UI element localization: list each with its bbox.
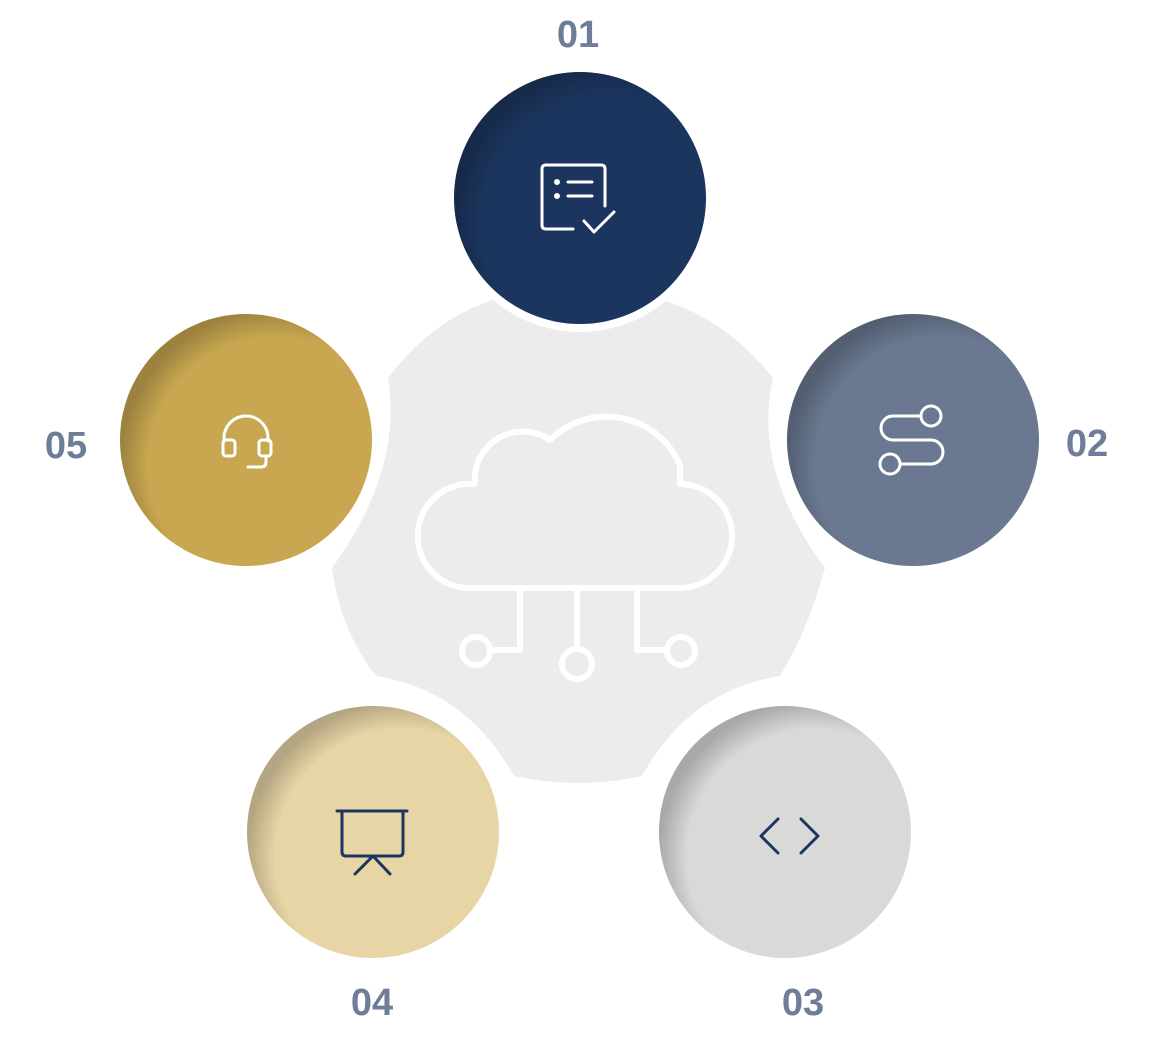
route-icon <box>878 404 945 476</box>
cloud-network-icon <box>414 413 735 682</box>
step-03-number: 03 <box>782 982 824 1024</box>
step-01-number: 01 <box>557 14 599 56</box>
step-05-number: 05 <box>45 425 87 467</box>
checklist-icon <box>540 163 616 234</box>
step-01: 01 <box>446 14 714 332</box>
step-05: 05 <box>45 306 380 574</box>
center-hub-shape <box>332 285 825 783</box>
step-04-number: 04 <box>351 982 393 1024</box>
step-02-number: 02 <box>1066 423 1108 465</box>
presentation-board-icon <box>335 809 409 876</box>
code-brackets-icon <box>759 817 820 855</box>
step-02: 02 <box>779 306 1108 574</box>
step-04-shade <box>247 706 499 958</box>
step-03-shade <box>659 706 911 958</box>
step-05-shade <box>120 314 372 566</box>
step-01-shade <box>454 72 706 324</box>
center-hub <box>332 285 825 783</box>
headset-icon <box>221 414 273 469</box>
step-03: 03 <box>651 698 919 1024</box>
step-04: 04 <box>239 698 507 1024</box>
